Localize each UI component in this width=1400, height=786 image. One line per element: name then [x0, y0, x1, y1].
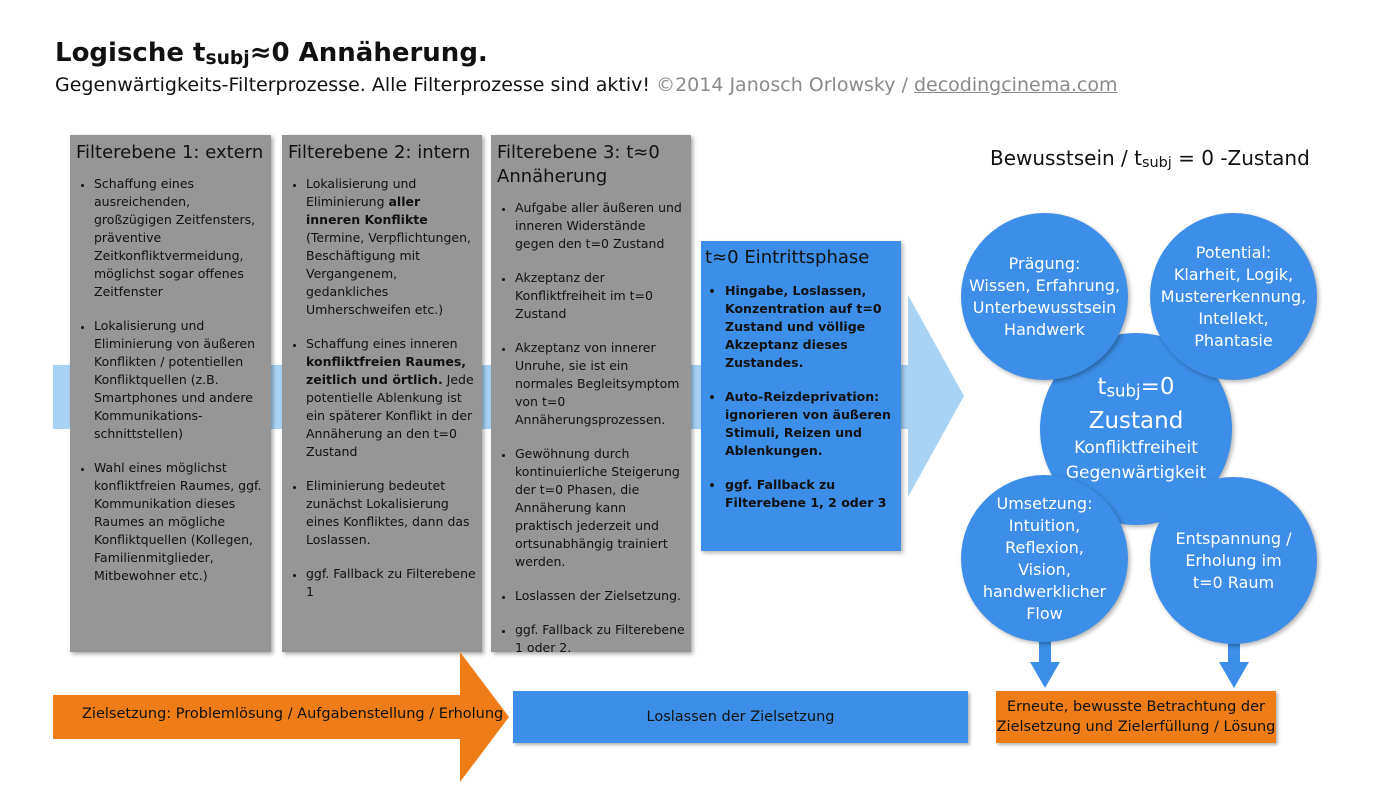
list-item: Lokalisierung und Eliminierung aller inn…: [306, 175, 476, 319]
potential-circle: Potential: Klarheit, Logik, Mustererkenn…: [1150, 213, 1317, 380]
arrow-down-icon: [1030, 636, 1060, 688]
page-title: Logische tsubj≈0 Annäherung.: [55, 38, 488, 69]
loslassen-bar: Loslassen der Zielsetzung: [513, 691, 968, 743]
list-item: Lokalisierung und Eliminierung von äußer…: [94, 317, 265, 443]
filter-panel-extern: Filterebene 1: extern Schaffung eines au…: [70, 135, 271, 652]
website-link[interactable]: decodingcinema.com: [913, 74, 1118, 96]
list-item: ggf. Fallback zu Filterebene 1: [306, 565, 476, 601]
umsetzung-circle: Umsetzung: Intuition, Reflexion, Vision,…: [961, 475, 1128, 642]
praegung-circle: Prägung: Wissen, Erfahrung, Unterbewusst…: [961, 213, 1128, 380]
list-item: ggf. Fallback zu Filterebene 1 oder 2.: [515, 621, 685, 657]
panel-list: Lokalisierung und Eliminierung aller inn…: [288, 175, 476, 601]
filter-panel-intern: Filterebene 2: intern Lokalisierung und …: [282, 135, 482, 652]
filter-panel-annaeherung: Filterebene 3: t≈0 Annäherung Aufgabe al…: [491, 135, 691, 655]
list-item: Eliminierung bedeutet zunächst Lokalisie…: [306, 477, 476, 549]
panel-title: Filterebene 3: t≈0 Annäherung: [497, 142, 660, 187]
list-item: Hingabe, Loslassen, Konzentration auf t=…: [725, 282, 897, 372]
list-item: Aufgabe aller äußeren und inneren Widers…: [515, 199, 685, 253]
list-item: Wahl eines möglichst konfliktfreien Raum…: [94, 459, 265, 585]
list-item: Schaffung eines inneren konfliktfreien R…: [306, 335, 476, 461]
entspannung-circle: Entspannung / Erholung im t=0 Raum: [1150, 477, 1317, 644]
zielsetzung-label: Zielsetzung: Problemlösung / Aufgabenste…: [82, 706, 504, 722]
panel-title: Filterebene 1: extern: [76, 142, 264, 163]
list-item: ggf. Fallback zu Filterebene 1, 2 oder 3: [725, 476, 897, 512]
panel-list: Schaffung eines ausreichenden, großzügig…: [76, 175, 265, 585]
zielsetzung-arrow: [53, 652, 509, 782]
background-flow-arrowhead: [908, 295, 964, 497]
list-item: Schaffung eines ausreichenden, großzügig…: [94, 175, 265, 301]
eintrittsphase-panel: t≈0 Eintrittsphase Hingabe, Loslassen, K…: [701, 241, 901, 551]
erneute-betrachtung-box: Erneute, bewusste Betrachtung der Zielse…: [996, 691, 1276, 743]
list-item: Auto-Reizdeprivation: ignorieren von äuß…: [725, 388, 897, 460]
panel-title: t≈0 Eintrittsphase: [705, 247, 870, 268]
panel-list: Hingabe, Loslassen, Konzentration auf t=…: [705, 282, 897, 512]
panel-list: Aufgabe aller äußeren und inneren Widers…: [497, 199, 685, 657]
panel-title: Filterebene 2: intern: [288, 142, 471, 163]
list-item: Akzeptanz von innerer Unruhe, sie ist ei…: [515, 339, 685, 429]
bewusstsein-title: Bewusstsein / tsubj = 0 -Zustand: [990, 146, 1310, 172]
list-item: Gewöhnung durch kontinuierliche Steigeru…: [515, 445, 685, 571]
list-item: Loslassen der Zielsetzung.: [515, 587, 685, 605]
list-item: Akzeptanz der Konfliktfreiheit im t=0 Zu…: [515, 269, 685, 323]
page-subtitle: Gegenwärtigkeits-Filterprozesse. Alle Fi…: [55, 74, 1118, 96]
